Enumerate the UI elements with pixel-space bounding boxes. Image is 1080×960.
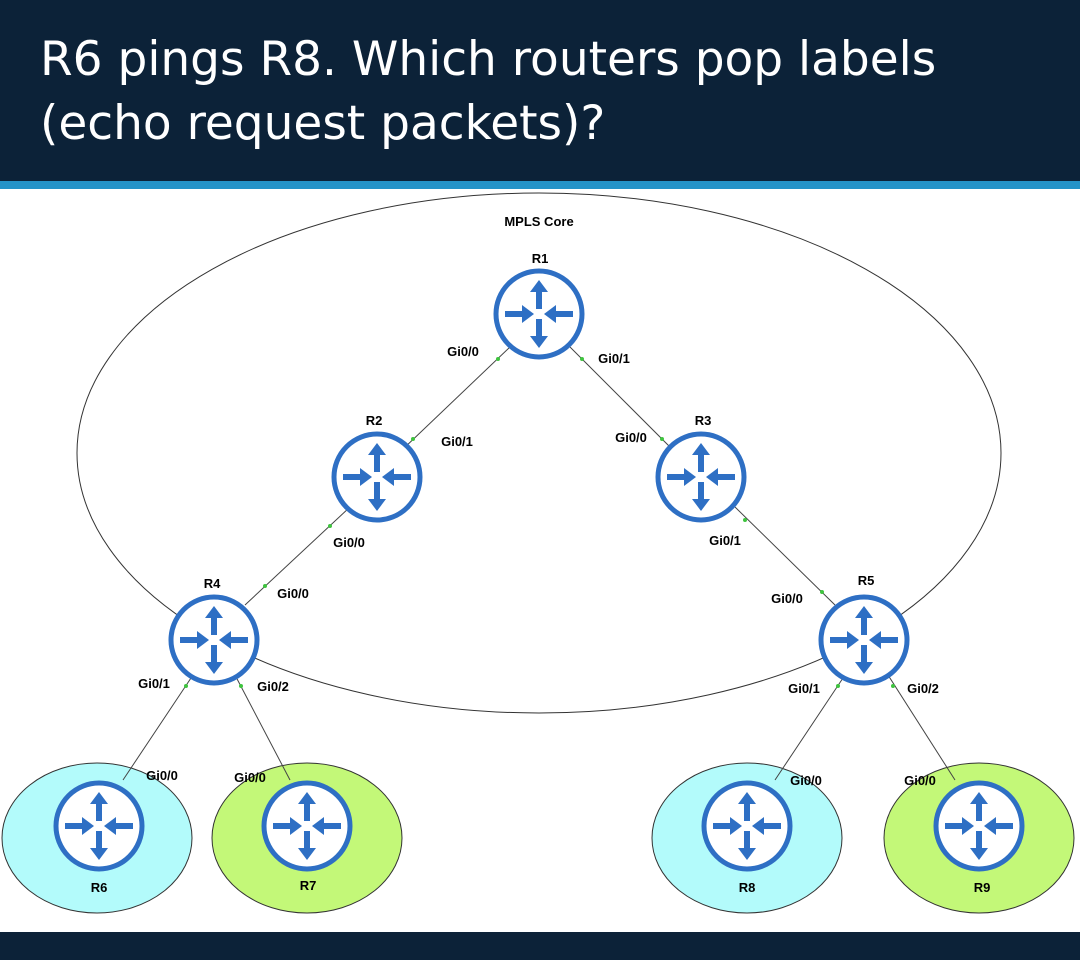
router-icon [821, 597, 907, 683]
slide-footer [0, 932, 1080, 960]
router-r1[interactable] [496, 271, 582, 357]
iface-r5-gi0-2: Gi0/2 [907, 681, 939, 696]
link-r5-r8 [774, 674, 846, 781]
router-r9[interactable] [936, 783, 1022, 869]
link-r5-r9 [887, 674, 956, 781]
router-r2[interactable] [334, 434, 420, 520]
iface-r2-gi0-0: Gi0/0 [333, 535, 365, 550]
iface-r4-gi0-1: Gi0/1 [138, 676, 170, 691]
iface-r5-gi0-1: Gi0/1 [788, 681, 820, 696]
iface-r3-gi0-0: Gi0/0 [615, 430, 647, 445]
link-endpoint-dots [184, 357, 895, 688]
iface-r1-gi0-0: Gi0/0 [447, 344, 479, 359]
router-label-r2: R2 [366, 413, 383, 428]
router-r6[interactable] [56, 783, 142, 869]
router-icon [704, 783, 790, 869]
iface-r2-gi0-1: Gi0/1 [441, 434, 473, 449]
links [122, 346, 956, 781]
router-r8[interactable] [704, 783, 790, 869]
iface-r4-gi0-0: Gi0/0 [277, 586, 309, 601]
iface-r3-gi0-1: Gi0/1 [709, 533, 741, 548]
iface-r5-gi0-0: Gi0/0 [771, 591, 803, 606]
mpls-topology-diagram: MPLS Core [1, 192, 1075, 914]
link-r4-r7 [234, 674, 291, 781]
router-label-r9: R9 [974, 880, 991, 895]
router-icon [264, 783, 350, 869]
mpls-core-label: MPLS Core [504, 214, 573, 229]
link-r1-r2 [401, 346, 511, 451]
header-accent-stripe [0, 181, 1080, 189]
router-label-r8: R8 [739, 880, 756, 895]
iface-r6-gi0-0: Gi0/0 [146, 768, 178, 783]
router-label-r4: R4 [204, 576, 221, 591]
router-icon [658, 434, 744, 520]
router-label-r7: R7 [300, 878, 317, 893]
link-r2-r4 [244, 506, 351, 606]
router-r7[interactable] [264, 783, 350, 869]
router-icon [936, 783, 1022, 869]
iface-r4-gi0-2: Gi0/2 [257, 679, 289, 694]
link-r4-r6 [122, 674, 194, 781]
router-r3[interactable] [658, 434, 744, 520]
link-r3-r5 [734, 506, 836, 606]
router-label-r3: R3 [695, 413, 712, 428]
router-icon [334, 434, 420, 520]
router-icon [56, 783, 142, 869]
iface-r8-gi0-0: Gi0/0 [790, 773, 822, 788]
router-r4[interactable] [171, 597, 257, 683]
router-label-r5: R5 [858, 573, 875, 588]
link-r1-r3 [569, 346, 674, 451]
router-icon [496, 271, 582, 357]
mpls-core-ellipse [76, 192, 1002, 714]
router-r5[interactable] [821, 597, 907, 683]
slide-title: R6 pings R8. Which routers pop labels (e… [40, 32, 937, 151]
iface-r7-gi0-0: Gi0/0 [234, 770, 266, 785]
iface-r1-gi0-1: Gi0/1 [598, 351, 630, 366]
iface-r9-gi0-0: Gi0/0 [904, 773, 936, 788]
router-label-r1: R1 [532, 251, 549, 266]
slide-header [0, 0, 1080, 181]
router-label-r6: R6 [91, 880, 108, 895]
router-icon [171, 597, 257, 683]
